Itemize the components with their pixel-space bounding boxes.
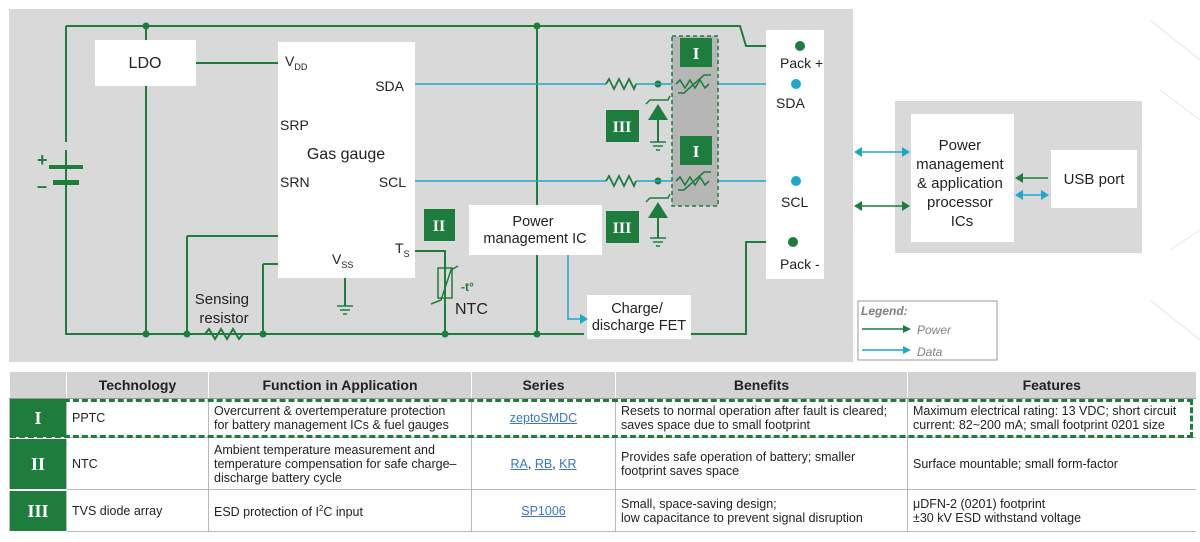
row-index: I: [9, 398, 67, 439]
processor-block: [911, 114, 1014, 242]
legend: Legend: Power Data: [857, 300, 998, 361]
table-header-index: [9, 372, 67, 399]
technology-cell: TVS diode array: [66, 489, 209, 532]
ldo-label: LDO: [129, 55, 162, 72]
battery-minus-sign: –: [37, 176, 47, 196]
series-link-ra[interactable]: RA: [510, 456, 528, 471]
benefits-cell: Small, space-saving design;low capacitan…: [615, 489, 908, 532]
component-table: Technology Function in Application Serie…: [9, 372, 1196, 533]
benefits-cell: Resets to normal operation after fault i…: [615, 398, 908, 438]
usb-port-block: [1051, 150, 1137, 208]
pmic-label: Power management IC: [483, 214, 586, 247]
table-header-technology: Technology: [66, 372, 209, 399]
battery-plus-sign: +: [37, 150, 48, 170]
connector-sda-label: SDA: [776, 95, 805, 111]
benefits-cell: Provides safe operation of battery; smal…: [615, 437, 908, 490]
gauge-srn-pin: SRN: [280, 174, 310, 190]
pack-minus-label: Pack -: [780, 256, 820, 272]
connector-scl-label: SCL: [781, 194, 808, 210]
usb-power-arrow: [1015, 173, 1048, 183]
pmic-block: [469, 205, 602, 255]
series-cell: SP1006: [471, 489, 616, 532]
svg-text:II: II: [433, 218, 445, 235]
table-header-benefits: Benefits: [615, 372, 908, 399]
badge-tvs-top: III: [606, 110, 639, 142]
pack-plus-label: Pack +: [780, 55, 823, 71]
series-cell: zeptoSMDC: [471, 398, 616, 438]
gauge-ts-pin: TS: [395, 240, 410, 259]
ntc-temp-coef: -t°: [461, 280, 474, 294]
junction-dots: [142, 22, 662, 338]
series-link-kr[interactable]: KR: [559, 456, 577, 471]
svg-text:I: I: [693, 142, 700, 161]
sensing-resistor-label: Sensing resistor: [195, 291, 253, 327]
badge-tvs-bottom: III: [606, 211, 639, 243]
scl-terminal: [791, 176, 801, 186]
table-header-function: Function in Application: [208, 372, 472, 399]
usb-port-label: USB port: [1064, 171, 1126, 188]
table-header-series: Series: [471, 372, 616, 399]
series-link-zeptosmdc[interactable]: zeptoSMDC: [509, 411, 578, 425]
power-link-arrow: [854, 201, 910, 211]
row-index: III: [9, 489, 67, 533]
series-link-sp1006[interactable]: SP1006: [521, 503, 566, 518]
table-row: III TVS diode array ESD protection of I2…: [9, 489, 1196, 533]
ground-symbols: [337, 141, 666, 315]
data-link-arrow: [854, 147, 910, 157]
technology-cell: PPTC: [66, 398, 209, 438]
ntc-label: NTC: [455, 301, 488, 318]
features-cell: Maximum electrical rating: 13 VDC; short…: [907, 398, 1196, 438]
series-link-rb[interactable]: RB: [534, 456, 553, 471]
table-row: II NTC Ambient temperature measurement a…: [9, 437, 1196, 491]
legend-data-label: Data: [917, 345, 943, 359]
function-cell: ESD protection of I2C input: [208, 489, 472, 532]
data-arrow-fet: [580, 314, 588, 324]
gas-gauge-block: [278, 42, 415, 278]
background-decor: [1149, 19, 1200, 341]
fet-block: [587, 295, 691, 339]
badge-pptc-top: I: [680, 38, 712, 67]
badge-pptc-bottom: I: [680, 136, 712, 165]
gauge-vdd-pin: VDD: [285, 53, 308, 72]
pack-plus-terminal: [795, 41, 805, 51]
legend-title: Legend:: [861, 304, 908, 318]
svg-text:III: III: [613, 220, 632, 237]
table-header-features: Features: [907, 372, 1196, 399]
ldo-block: [95, 40, 196, 86]
badge-ntc: II: [424, 209, 455, 241]
gauge-title: Gas gauge: [307, 146, 385, 163]
gauge-vss-pin: VSS: [332, 251, 353, 270]
svg-text:I: I: [693, 44, 700, 63]
fet-label: Charge/ discharge FET: [592, 301, 686, 334]
tvs-diode-symbols: [645, 95, 671, 218]
gauge-srp-pin: SRP: [280, 117, 309, 133]
sda-terminal: [791, 79, 801, 89]
features-cell: μDFN-2 (0201) footprint±30 kV ESD withst…: [907, 489, 1196, 532]
gauge-sda-pin: SDA: [375, 78, 404, 94]
power-wires: [65, 25, 800, 335]
battery-symbol: [49, 142, 83, 185]
table-row: I PPTC Overcurrent & overtemperature pro…: [9, 398, 1196, 439]
sensing-resistor-symbol: [204, 327, 244, 341]
features-cell: Surface mountable; small form-factor: [907, 437, 1196, 490]
legend-power-label: Power: [917, 323, 952, 337]
technology-cell: NTC: [66, 437, 209, 490]
usb-data-arrow: [1015, 190, 1049, 200]
ntc-thermistor-symbol: [430, 265, 459, 305]
svg-text:III: III: [613, 119, 632, 136]
function-cell: Overcurrent & overtemperature protection…: [208, 398, 472, 438]
series-cell: RA, RB, KR: [471, 437, 616, 490]
gauge-scl-pin: SCL: [379, 174, 406, 190]
pptc-symbols: [675, 74, 711, 191]
pack-minus-terminal: [788, 237, 798, 247]
processor-label: Power management & application processor…: [916, 137, 1008, 230]
row-index: II: [9, 437, 67, 491]
circuit-diagram: + – Sensing resistor LDO VDD SDA SRP Gas…: [9, 9, 1200, 362]
series-resistors: [605, 76, 637, 189]
